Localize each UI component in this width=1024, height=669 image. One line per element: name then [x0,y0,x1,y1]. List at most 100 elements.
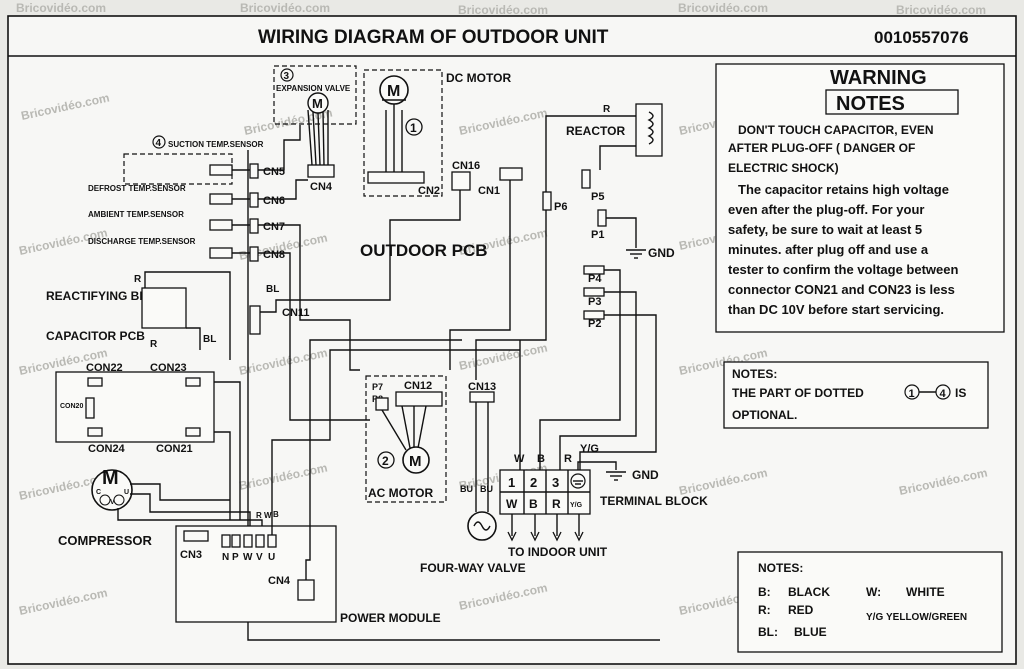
svg-text:IS: IS [955,386,966,400]
ground-icon-pcb [626,249,646,259]
p1-connector [597,209,607,227]
svg-text:1: 1 [909,388,915,400]
ground-icon-terminal [606,471,626,481]
p5-connector [581,169,591,189]
cn16-connector [451,171,471,191]
terminal-block-label: TERMINAL BLOCK [600,494,708,508]
svg-text:P3: P3 [588,296,601,308]
svg-text:BU: BU [480,484,493,494]
svg-text:W:: W: [866,585,881,599]
svg-text:CN13: CN13 [468,381,496,393]
cn13-connector [469,391,495,403]
expansion-valve-box [273,65,357,125]
svg-text:CON23: CON23 [150,362,187,374]
svg-text:minutes. after plug off and us: minutes. after plug off and use a [728,242,929,257]
svg-text:R:: R: [758,603,771,617]
svg-text:CN5: CN5 [263,166,285,178]
svg-text:RED: RED [788,603,814,617]
svg-text:CON22: CON22 [86,362,123,374]
cn11-connector [249,305,261,335]
four-way-valve-icon [467,511,497,541]
svg-text:W: W [243,552,253,563]
svg-text:Y/G: Y/G [866,612,883,623]
svg-text:BU: BU [460,484,473,494]
svg-text:WHITE: WHITE [906,585,945,599]
svg-text:connector CON21 and CON23 is l: connector CON21 and CON23 is less [728,282,955,297]
svg-text:BLACK: BLACK [788,585,830,599]
p6-connector [542,191,552,211]
ac-motor-icon: M [402,446,430,474]
svg-text:M: M [312,96,323,111]
color-legend-box [737,551,1003,653]
svg-text:P6: P6 [554,201,567,213]
svg-text:M: M [102,467,119,489]
svg-text:OPTIONAL.: OPTIONAL. [732,408,797,422]
compressor-label: COMPRESSOR [58,533,153,548]
svg-text:CON20: CON20 [60,403,83,410]
svg-text:The capacitor retains high vol: The capacitor retains high voltage [738,182,949,197]
svg-text:GND: GND [648,246,675,260]
svg-text:4: 4 [940,388,947,400]
svg-text:CN12: CN12 [404,380,432,392]
reactor-label: REACTOR [566,124,625,138]
discharge-sensor-label: DISCHARGE TEMP.SENSOR [88,237,196,246]
svg-text:B: B [537,453,545,465]
svg-text:V: V [110,499,115,506]
svg-text:CN3: CN3 [180,549,202,561]
svg-text:3: 3 [284,71,290,82]
optional-notes-box [723,361,989,429]
expansion-valve-label: EXPANSION VALVE [276,84,351,93]
power-module-label: POWER MODULE [340,611,441,625]
svg-text:even after the plug-off. For y: even after the plug-off. For your [728,202,924,217]
svg-text:P7: P7 [372,382,383,392]
svg-text:tester to confirm the voltage: tester to confirm the voltage between [728,262,958,277]
document-number: 0010557076 [874,28,969,47]
svg-text:1: 1 [410,121,417,135]
ambient-sensor-label: AMBIENT TEMP.SENSOR [88,210,184,219]
cn1-connector [499,167,523,181]
optional-notes-heading: NOTES: [732,367,777,381]
svg-text:1: 1 [508,475,515,490]
svg-text:DON'T TOUCH CAPACITOR, EVEN: DON'T TOUCH CAPACITOR, EVEN [738,123,934,137]
svg-text:CN2: CN2 [418,185,440,197]
svg-text:P4: P4 [588,273,602,285]
svg-text:U: U [124,489,129,496]
svg-text:W: W [506,497,518,511]
cn4-connector [307,164,335,178]
svg-text:BL:: BL: [758,625,778,639]
svg-text:CON24: CON24 [88,443,126,455]
dc-motor-box [363,69,443,197]
svg-text:CN8: CN8 [263,249,285,261]
svg-text:Bricovidéo.com: Bricovidéo.com [240,1,330,15]
svg-text:THE PART OF DOTTED: THE PART OF DOTTED [732,386,864,400]
svg-text:CN16: CN16 [452,160,480,172]
ac-motor-label: AC MOTOR [368,486,433,500]
cn3-connector [183,530,209,542]
svg-text:3: 3 [552,475,559,490]
suction-sensor-label: SUCTION TEMP.SENSOR [168,140,264,149]
warning-title: WARNING [830,67,927,89]
svg-text:CON21: CON21 [156,443,193,455]
svg-text:YELLOW/GREEN: YELLOW/GREEN [886,612,967,623]
svg-text:CN4: CN4 [268,575,291,587]
cn8-connector [249,246,259,262]
cn5-connector [249,163,259,179]
warning-notes-box [715,63,1005,333]
svg-text:BL: BL [266,284,279,295]
svg-text:CN6: CN6 [263,195,285,207]
svg-text:BL: BL [203,334,216,345]
svg-text:safety, be sure to wait at lea: safety, be sure to wait at least 5 [728,222,922,237]
svg-text:V: V [256,552,263,563]
defrost-sensor-label: DEFROST TEMP.SENSOR [88,184,186,193]
reactifying-bridge-box [141,287,187,329]
diagram-title: WIRING DIAGRAM OF OUTDOOR UNIT [258,27,609,48]
four-way-valve-label: FOUR-WAY VALVE [420,561,526,575]
svg-text:Y/G: Y/G [580,443,599,455]
svg-text:CN7: CN7 [263,221,285,233]
svg-text:W: W [264,511,272,520]
svg-text:2: 2 [530,475,537,490]
svg-text:4: 4 [156,138,162,149]
svg-text:P: P [232,552,239,563]
svg-text:2: 2 [382,454,389,468]
